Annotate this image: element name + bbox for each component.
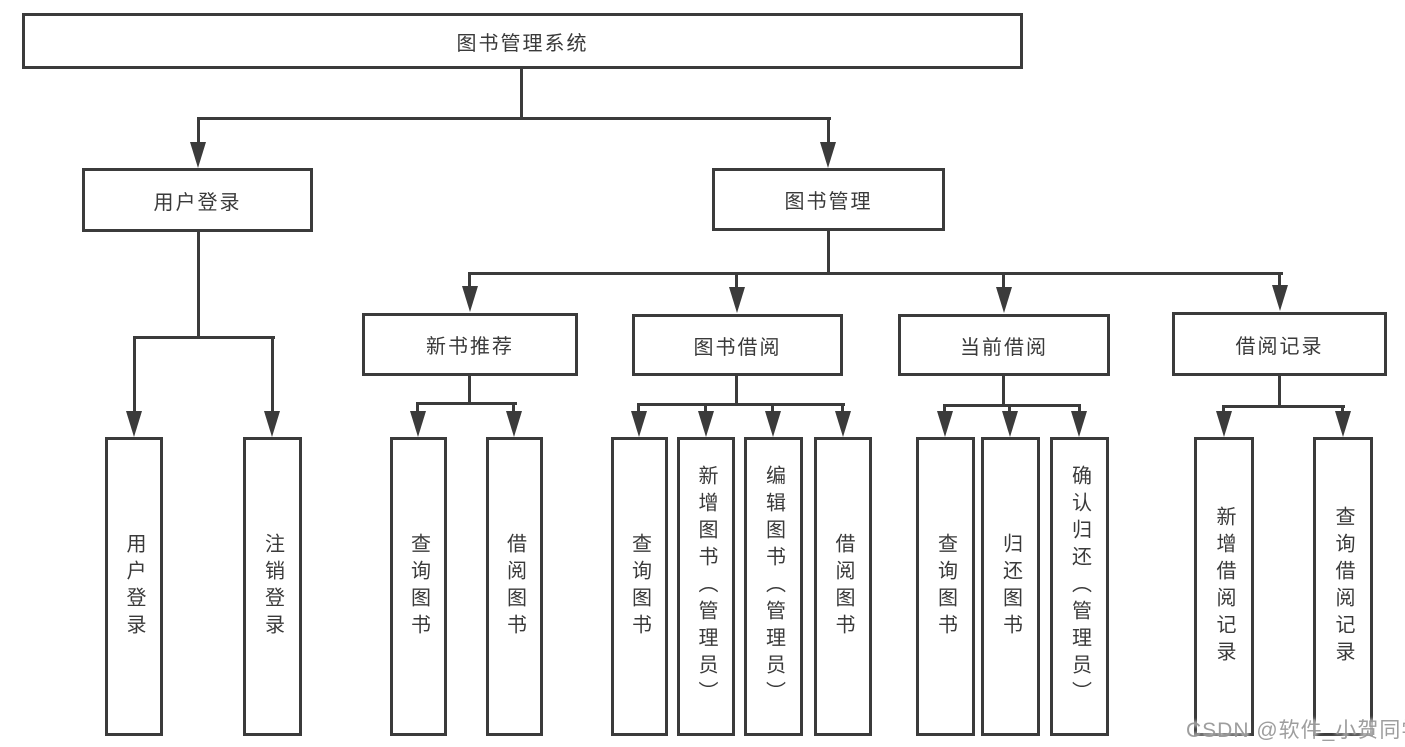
connector-cb-leaf1-stem (943, 404, 946, 413)
connector-br-leaf2-stem (1341, 405, 1344, 413)
connector-bb-leaf3-stem (771, 403, 774, 413)
leaf-user-login: 用户登录 (105, 437, 163, 736)
connector-to-book-borrow-stem (735, 272, 738, 290)
connector-bb-leaf1-stem (637, 403, 640, 413)
arrowhead-cb-leaf3 (1071, 411, 1087, 437)
connector-book-borrow-branch (637, 403, 845, 406)
leaf-bb-borrow-book: 借阅图书 (814, 437, 872, 736)
connector-book-mgmt-stem (827, 231, 830, 272)
connector-borrow-record-branch (1222, 405, 1345, 408)
connector-to-leaf-login-stem (133, 336, 136, 413)
leaf-nb-query-book: 查询图书 (390, 437, 447, 736)
node-root-system: 图书管理系统 (22, 13, 1023, 69)
connector-new-book-stem (468, 376, 471, 402)
node-root-label: 图书管理系统 (456, 32, 589, 55)
arrowhead-to-new-book (462, 286, 478, 312)
connector-root-branch (197, 117, 831, 120)
connector-to-leaf-logout-stem (271, 336, 274, 413)
arrowhead-nb-leaf1 (410, 411, 426, 437)
connector-user-login-branch (133, 336, 275, 339)
leaf-br-query-record-label: 查询借阅记录 (1332, 505, 1354, 668)
connector-borrow-record-stem2 (1278, 376, 1281, 405)
node-current-borrow: 当前借阅 (898, 314, 1110, 376)
connector-br-leaf1-stem (1222, 405, 1225, 413)
connector-root-stem (520, 69, 523, 117)
node-borrow-record-label: 借阅记录 (1235, 335, 1324, 358)
leaf-nb-query-book-label: 查询图书 (407, 532, 430, 641)
arrowhead-to-user-login (190, 142, 206, 168)
csdn-watermark: CSDN @软件_小贺同学 (1186, 719, 1405, 742)
arrowhead-cb-leaf1 (937, 411, 953, 437)
leaf-logout-label: 注销登录 (261, 532, 284, 641)
connector-new-book-branch (416, 402, 517, 405)
leaf-cb-query-book-label: 查询图书 (934, 532, 957, 641)
leaf-bb-borrow-book-label: 借阅图书 (832, 532, 854, 641)
connector-to-borrow-record-stem (1278, 272, 1281, 290)
arrowhead-br-leaf2 (1335, 411, 1351, 437)
connector-user-login-stem (197, 232, 200, 336)
node-user-login-group-label: 用户登录 (153, 191, 242, 214)
node-book-borrow: 图书借阅 (632, 314, 843, 376)
arrowhead-to-book-borrow (729, 287, 745, 313)
node-new-book-recommend: 新书推荐 (362, 313, 578, 376)
leaf-cb-return-book: 归还图书 (981, 437, 1040, 736)
connector-to-current-borrow-stem (1002, 272, 1005, 290)
node-current-borrow-label: 当前借阅 (960, 336, 1048, 359)
connector-current-borrow-stem2 (1002, 376, 1005, 404)
connector-nb-leaf1-stem (416, 402, 419, 413)
leaf-br-add-record: 新增借阅记录 (1194, 437, 1254, 736)
connector-current-borrow-branch (943, 404, 1081, 407)
leaf-cb-return-book-label: 归还图书 (999, 532, 1022, 641)
arrowhead-to-leaf-login (126, 411, 142, 437)
arrowhead-to-leaf-logout (264, 411, 280, 437)
arrowhead-bb-leaf4 (835, 411, 851, 437)
leaf-bb-edit-book-admin-label: 编辑图书（管理员） (762, 465, 785, 708)
leaf-user-login-label: 用户登录 (123, 532, 145, 641)
connector-to-user-login-stem (197, 117, 200, 144)
leaf-bb-edit-book-admin: 编辑图书（管理员） (744, 437, 803, 736)
connector-bb-leaf2-stem (704, 403, 707, 413)
arrowhead-cb-leaf2 (1002, 411, 1018, 437)
arrowhead-to-borrow-record (1272, 285, 1288, 311)
connector-cb-leaf3-stem (1078, 404, 1081, 413)
node-book-borrow-label: 图书借阅 (693, 336, 782, 359)
leaf-nb-borrow-book: 借阅图书 (486, 437, 543, 736)
node-user-login-group: 用户登录 (82, 168, 313, 232)
leaf-logout: 注销登录 (243, 437, 302, 736)
connector-cb-leaf2-stem (1008, 404, 1011, 413)
connector-book-borrow-stem2 (735, 376, 738, 403)
connector-to-book-mgmt-stem (827, 117, 830, 144)
arrowhead-br-leaf1 (1216, 411, 1232, 437)
arrowhead-to-book-mgmt (820, 142, 836, 168)
node-new-book-recommend-label: 新书推荐 (426, 336, 514, 358)
arrowhead-bb-leaf1 (631, 411, 647, 437)
leaf-bb-add-book-admin: 新增图书（管理员） (677, 437, 735, 736)
node-book-management: 图书管理 (712, 168, 945, 231)
arrowhead-bb-leaf2 (698, 411, 714, 437)
leaf-cb-query-book: 查询图书 (916, 437, 975, 736)
arrowhead-nb-leaf2 (506, 411, 522, 437)
leaf-br-query-record: 查询借阅记录 (1313, 437, 1373, 736)
connector-book-mgmt-branch (469, 272, 1283, 275)
leaf-cb-confirm-return-admin: 确认归还（管理员） (1050, 437, 1109, 736)
connector-nb-leaf2-stem (512, 402, 515, 413)
leaf-bb-query-book: 查询图书 (611, 437, 668, 736)
arrowhead-to-current-borrow (996, 287, 1012, 313)
leaf-nb-borrow-book-label: 借阅图书 (503, 532, 526, 641)
connector-bb-leaf4-stem (841, 403, 844, 413)
leaf-cb-confirm-return-admin-label: 确认归还（管理员） (1068, 465, 1091, 708)
node-borrow-record: 借阅记录 (1172, 312, 1387, 376)
node-book-management-label: 图书管理 (784, 191, 873, 213)
leaf-br-add-record-label: 新增借阅记录 (1213, 505, 1235, 668)
leaf-bb-add-book-admin-label: 新增图书（管理员） (695, 465, 717, 708)
arrowhead-bb-leaf3 (765, 411, 781, 437)
leaf-bb-query-book-label: 查询图书 (628, 532, 651, 641)
connector-to-new-book-stem (468, 272, 471, 290)
